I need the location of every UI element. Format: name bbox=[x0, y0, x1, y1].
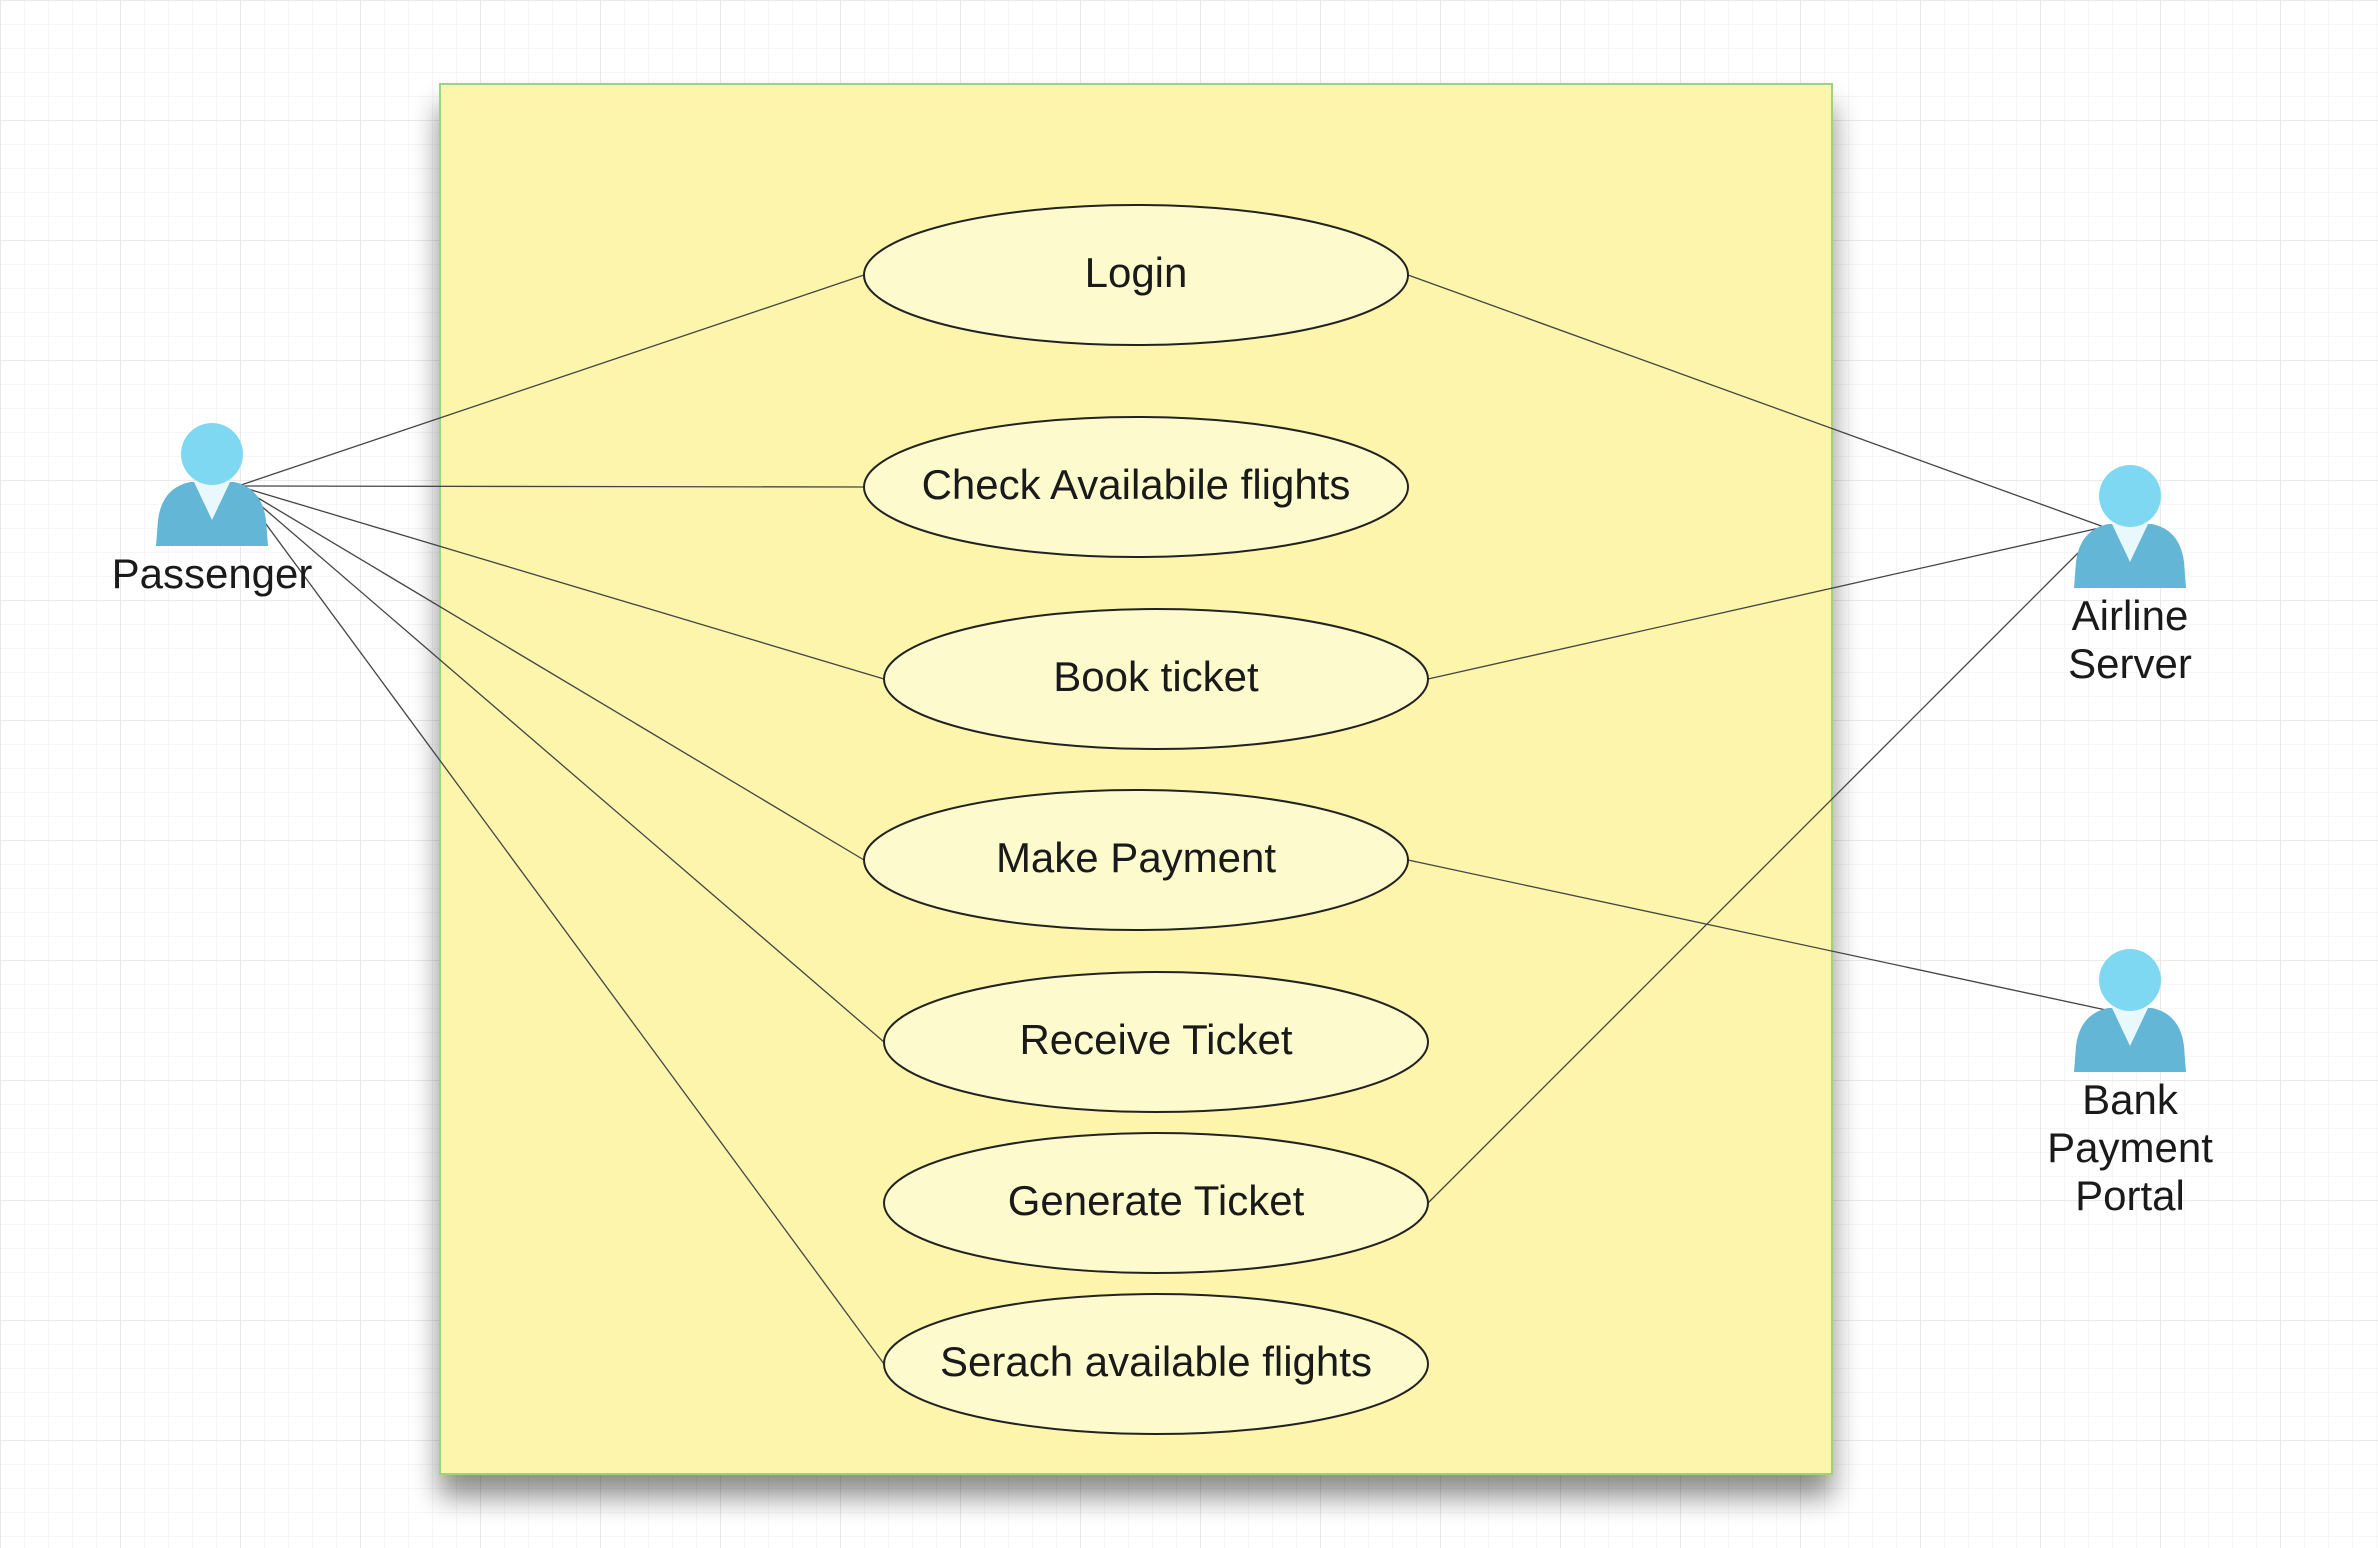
use-case-label: Login bbox=[1085, 249, 1188, 296]
actor-label: Passenger bbox=[112, 550, 313, 597]
association-line-generate-airline[interactable] bbox=[1427, 526, 2105, 1204]
use-case-payment[interactable]: Make Payment bbox=[863, 789, 1409, 931]
association-line-passenger-payment[interactable] bbox=[237, 485, 865, 861]
user-icon bbox=[2074, 465, 2186, 588]
use-case-label: Receive Ticket bbox=[1019, 1016, 1292, 1063]
association-line-passenger-receive[interactable] bbox=[237, 485, 885, 1043]
association-line-passenger-search[interactable] bbox=[237, 485, 885, 1365]
user-icon bbox=[156, 423, 268, 546]
actor-label: Bank bbox=[2082, 1076, 2179, 1123]
association-line-passenger-check[interactable] bbox=[237, 485, 865, 488]
actor-label: Server bbox=[2068, 640, 2192, 687]
association-line-login-airline[interactable] bbox=[1407, 274, 2105, 528]
use-case-generate[interactable]: Generate Ticket bbox=[883, 1132, 1429, 1274]
association-line-passenger-login[interactable] bbox=[237, 274, 865, 487]
actor-label: Portal bbox=[2075, 1172, 2185, 1219]
use-case-label: Generate Ticket bbox=[1008, 1177, 1305, 1224]
use-case-label: Serach available flights bbox=[940, 1338, 1372, 1385]
actor-label: Airline bbox=[2072, 592, 2189, 639]
use-case-ellipse[interactable] bbox=[863, 204, 1409, 346]
use-case-receive[interactable]: Receive Ticket bbox=[883, 971, 1429, 1113]
use-case-check[interactable]: Check Availabile flights bbox=[863, 416, 1409, 558]
use-case-ellipse[interactable] bbox=[863, 789, 1409, 931]
association-line-payment-bank[interactable] bbox=[1407, 859, 2107, 1011]
use-case-ellipse[interactable] bbox=[883, 971, 1429, 1113]
actor-label: Payment bbox=[2047, 1124, 2213, 1171]
use-case-label: Make Payment bbox=[996, 834, 1276, 881]
use-case-book[interactable]: Book ticket bbox=[883, 608, 1429, 750]
use-case-ellipse[interactable] bbox=[883, 608, 1429, 750]
use-case-ellipse[interactable] bbox=[883, 1132, 1429, 1274]
use-case-search[interactable]: Serach available flights bbox=[883, 1293, 1429, 1435]
use-case-label: Book ticket bbox=[1053, 653, 1259, 700]
association-line-book-airline[interactable] bbox=[1427, 526, 2105, 680]
use-case-ellipse[interactable] bbox=[863, 416, 1409, 558]
user-icon bbox=[2074, 949, 2186, 1072]
use-case-label: Check Availabile flights bbox=[922, 461, 1351, 508]
association-line-passenger-book[interactable] bbox=[237, 485, 885, 680]
use-case-ellipse[interactable] bbox=[883, 1293, 1429, 1435]
use-case-login[interactable]: Login bbox=[863, 204, 1409, 346]
actor-passenger[interactable]: Passenger bbox=[112, 423, 313, 597]
